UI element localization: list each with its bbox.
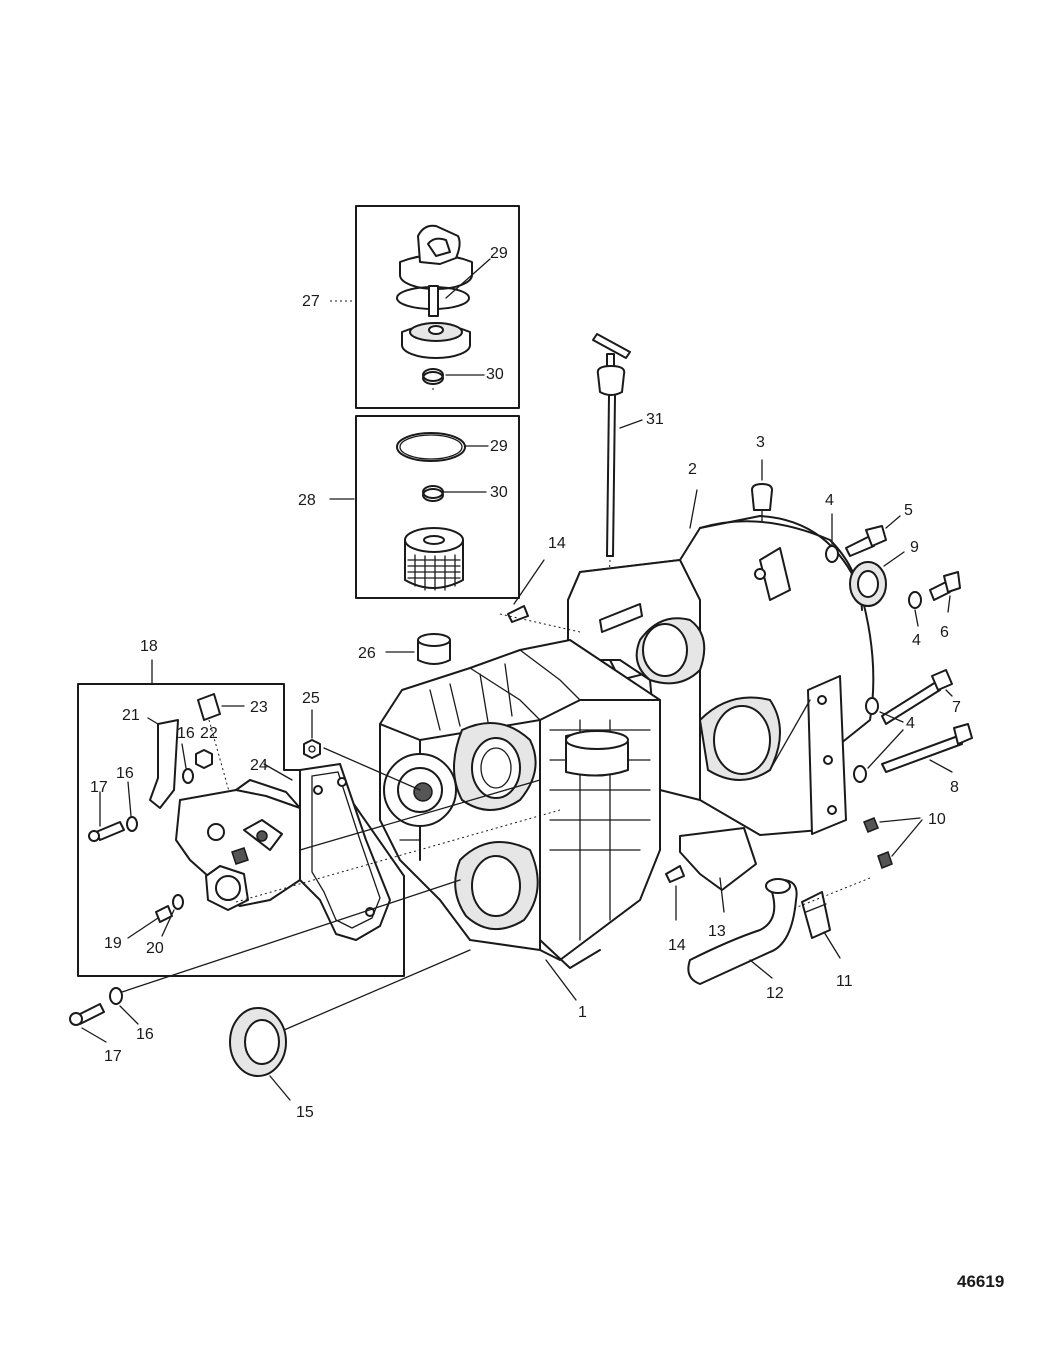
stud-7: 7 xyxy=(881,669,961,725)
callout-21: 21 xyxy=(122,707,140,724)
callout-17-inset: 17 xyxy=(90,779,108,796)
callout-13: 13 xyxy=(708,923,726,940)
callout-26: 26 xyxy=(358,645,376,662)
washer-4-top xyxy=(825,545,839,563)
callout-11: 11 xyxy=(836,973,853,990)
inset-box-pump-assembly: 18 21 23 22 16 17 16 xyxy=(77,638,561,977)
bolt-6: 6 xyxy=(929,571,961,641)
callout-16-lower: 16 xyxy=(136,1026,154,1043)
dowel-14-lower: 14 xyxy=(665,865,686,954)
seal-30-lower xyxy=(422,485,444,502)
callout-12: 12 xyxy=(766,985,784,1002)
callout-10: 10 xyxy=(928,811,946,828)
callout-30-lower: 30 xyxy=(490,484,508,501)
callout-25: 25 xyxy=(302,690,320,707)
inset-box-oil-cap: 29 30 27 xyxy=(302,205,520,409)
sensor-23: 23 xyxy=(197,693,268,803)
callout-7: 7 xyxy=(952,699,961,716)
nut-25: 25 xyxy=(302,690,421,791)
figure-number: 46619 xyxy=(957,1272,1004,1291)
o-ring-29-lower xyxy=(396,432,466,462)
bolt-17-lower: 17 16 xyxy=(69,879,461,1065)
dipstick: 31 xyxy=(592,333,664,601)
callout-17-lower: 17 xyxy=(104,1048,122,1065)
seal-30-upper xyxy=(422,368,444,385)
callout-23: 23 xyxy=(250,699,268,716)
washer-4-bottom xyxy=(853,765,867,783)
bolt-5: 5 xyxy=(845,502,913,557)
callout-3: 3 xyxy=(756,434,765,451)
bolt-10: 10 xyxy=(863,811,946,869)
screw-19-washer-20: 19 20 xyxy=(104,894,184,957)
inset-box-filter: 29 30 28 xyxy=(298,415,520,599)
pump-body xyxy=(175,779,317,911)
callout-27: 27 xyxy=(302,293,320,310)
oil-fill-cap xyxy=(399,224,473,290)
cap-base xyxy=(401,322,471,359)
callout-1: 1 xyxy=(578,1004,587,1021)
nut-22: 22 xyxy=(195,725,218,769)
callout-2: 2 xyxy=(688,461,697,478)
washer-4-mid xyxy=(908,591,922,609)
washer-16-lower xyxy=(109,987,123,1005)
plug-26: 26 xyxy=(358,633,451,665)
callout-29-lower: 29 xyxy=(490,438,508,455)
callout-4-mid: 4 xyxy=(912,632,921,649)
dowel-14-upper: 14 xyxy=(499,535,581,633)
callout-16-inset: 16 xyxy=(177,725,195,742)
callout-28: 28 xyxy=(298,492,316,509)
cap-stem xyxy=(428,285,439,317)
callout-22: 22 xyxy=(200,725,218,742)
callout-4-top: 4 xyxy=(825,492,834,509)
callout-8: 8 xyxy=(950,779,959,796)
front-housing: 1 xyxy=(379,639,661,1021)
bolt-17-inset: 17 16 xyxy=(88,765,138,842)
bracket-21: 21 xyxy=(122,707,179,809)
callout-4-lower: 4 xyxy=(906,715,915,732)
callout-5: 5 xyxy=(904,502,913,519)
callout-20: 20 xyxy=(146,940,164,957)
callout-9: 9 xyxy=(910,539,919,556)
callout-16-inset-left: 16 xyxy=(116,765,134,782)
rear-housing: 2 xyxy=(567,461,875,836)
callout-30-upper: 30 xyxy=(486,366,504,383)
plug-3: 3 xyxy=(751,434,773,523)
cover-24: 24 xyxy=(250,757,391,941)
washer-16-inset xyxy=(182,768,194,784)
callout-6: 6 xyxy=(940,624,949,641)
filter-element xyxy=(404,527,464,591)
callout-24: 24 xyxy=(250,757,268,774)
seal-15: 15 xyxy=(229,949,471,1121)
callout-29-upper: 29 xyxy=(490,245,508,262)
washer-4-lower xyxy=(865,697,879,715)
callout-31: 31 xyxy=(646,411,664,428)
hose-12: 12 xyxy=(687,878,798,1002)
callout-15: 15 xyxy=(296,1104,314,1121)
seal-9: 9 xyxy=(849,539,919,607)
bracket-13: 13 xyxy=(679,827,757,940)
callout-14-lower: 14 xyxy=(668,937,686,954)
stud-8: 8 xyxy=(881,723,973,796)
callout-14-upper: 14 xyxy=(548,535,566,552)
callout-18: 18 xyxy=(140,638,158,655)
callout-19: 19 xyxy=(104,935,122,952)
